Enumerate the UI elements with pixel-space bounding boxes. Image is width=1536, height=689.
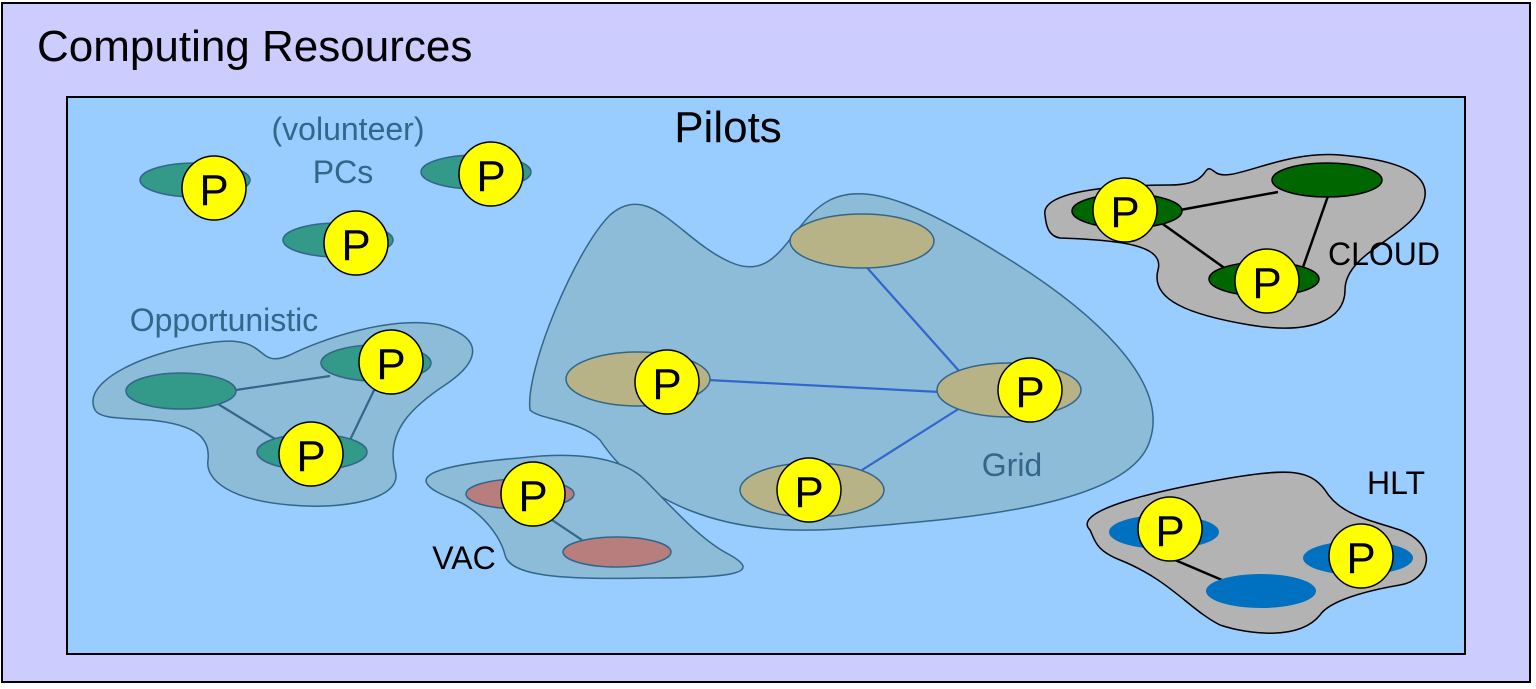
pilot-marker: P (776, 457, 842, 523)
opportunistic-links (217, 374, 379, 443)
pilot-marker: P (278, 421, 344, 487)
pilot-marker: P (458, 141, 524, 207)
hlt-label: HLT (1367, 465, 1425, 501)
pilot-marker: P (997, 357, 1063, 423)
hlt-node (1206, 574, 1316, 608)
opportunistic-label: Opportunistic (130, 302, 319, 338)
opportunistic-node (125, 372, 237, 410)
svg-text:P: P (296, 432, 325, 481)
pilots-title: Pilots (674, 103, 782, 152)
pilot-marker: P (1328, 523, 1394, 589)
svg-text:P: P (199, 166, 228, 215)
pcs-label-line2: PCs (313, 154, 373, 190)
svg-text:P: P (1110, 188, 1139, 237)
vac-label: VAC (432, 540, 495, 576)
svg-text:P: P (376, 340, 405, 389)
hlt-link (1174, 558, 1223, 582)
pilot-marker: P (1137, 496, 1203, 562)
grid-label: Grid (982, 447, 1042, 483)
cloud-label: CLOUD (1328, 236, 1440, 272)
grid-node (789, 213, 935, 269)
svg-text:P: P (1015, 368, 1044, 417)
pilot-marker: P (500, 461, 566, 527)
pilot-marker: P (1234, 248, 1300, 314)
grid-links (707, 261, 961, 471)
svg-text:P: P (794, 468, 823, 517)
pilot-marker: P (634, 349, 700, 415)
grid-blob (528, 193, 1154, 531)
cloud-links (1159, 190, 1330, 274)
pilot-marker: P (1092, 177, 1158, 243)
pilot-marker: P (358, 329, 424, 395)
pilot-marker: P (181, 155, 247, 221)
svg-text:P: P (476, 152, 505, 201)
svg-text:P: P (652, 360, 681, 409)
svg-text:P: P (1252, 259, 1281, 308)
vac-node (562, 536, 672, 568)
svg-text:P: P (1155, 507, 1184, 556)
pcs-label-line1: (volunteer) (272, 111, 425, 147)
svg-text:P: P (341, 221, 370, 270)
pilot-marker: P (323, 210, 389, 276)
svg-text:P: P (1346, 534, 1375, 583)
computing-resources-title: Computing Resources (37, 22, 473, 71)
cloud-node (1271, 162, 1383, 198)
svg-text:P: P (518, 472, 547, 521)
